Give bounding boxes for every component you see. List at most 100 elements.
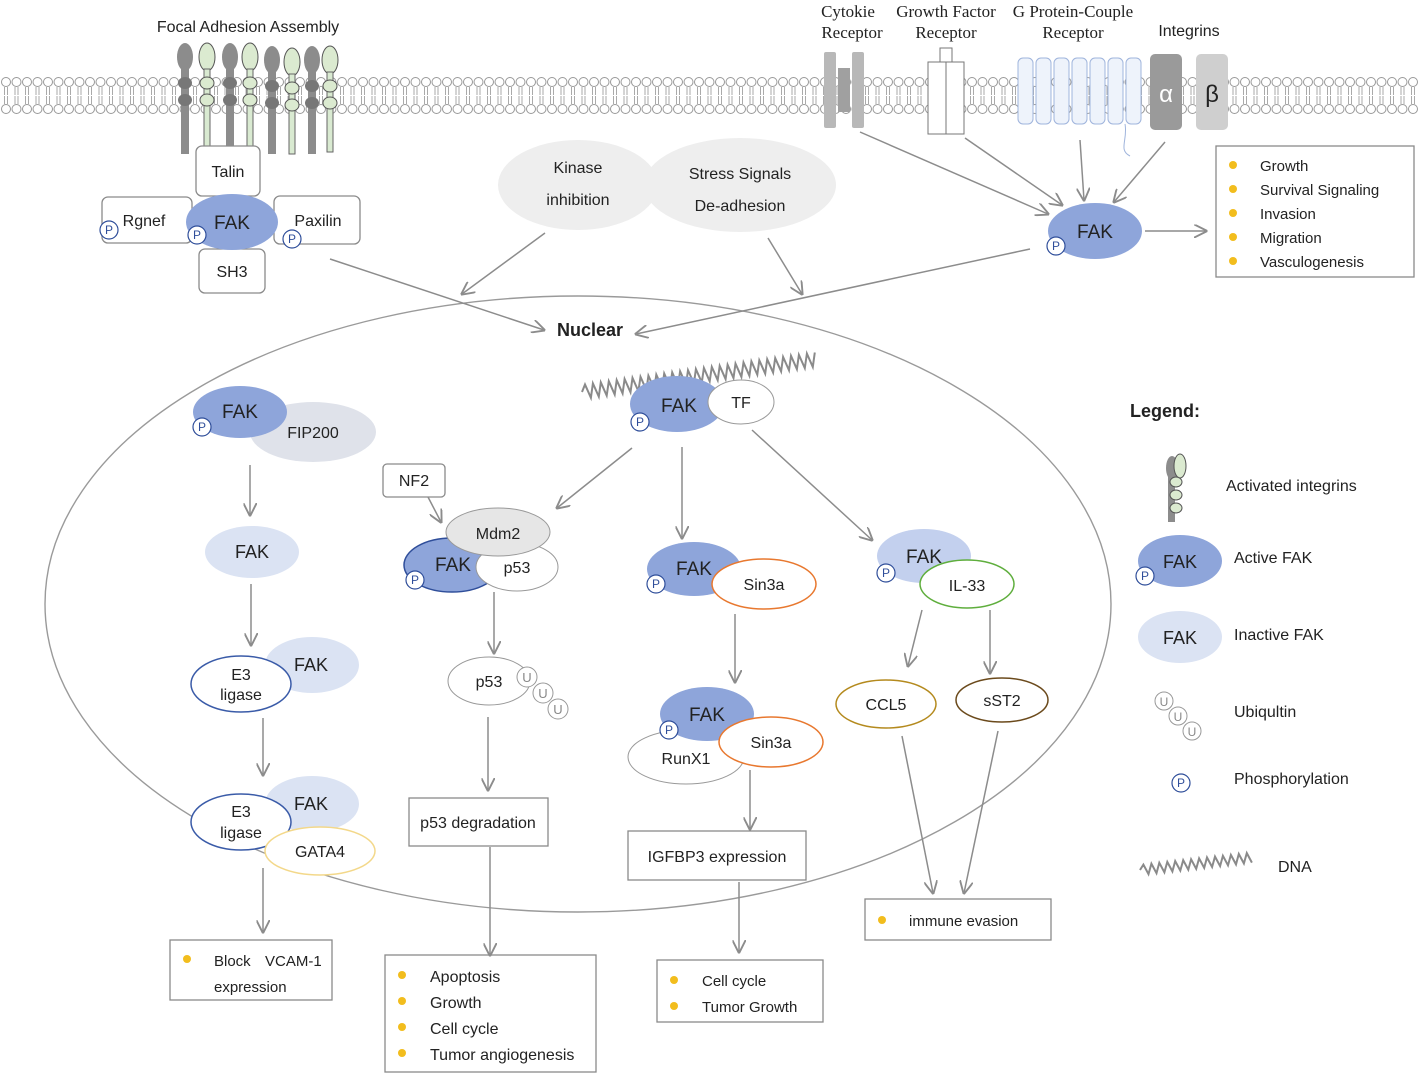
col1-fak-2-label: FAK — [294, 655, 328, 675]
bullet-icon — [670, 976, 678, 984]
phospho-icon-label: P — [105, 223, 113, 237]
stress-label-1: Stress Signals — [689, 166, 791, 183]
bullet-icon — [398, 1049, 406, 1057]
paxilin-label: Paxilin — [294, 213, 341, 230]
ccl5-label: CCL5 — [866, 697, 907, 714]
gpcr — [1017, 57, 1142, 157]
gata4-label: GATA4 — [295, 844, 345, 861]
membrane-outcome-list: Growth Survival Signaling Invasion Migra… — [1229, 158, 1379, 271]
col2-fak-label: FAK — [435, 555, 471, 576]
phospho-icon-label: P — [193, 228, 201, 242]
col3-fak-label: FAK — [676, 559, 712, 580]
kinase-label-2: inhibition — [546, 192, 609, 209]
phospho-icon — [659, 720, 679, 740]
bullet-icon — [878, 916, 886, 924]
col2-outcome: Cell cycle — [430, 1021, 499, 1038]
outcome-item: Survival Signaling — [1260, 182, 1379, 199]
nf2-box — [382, 463, 446, 498]
col1-fak-3-label: FAK — [294, 794, 328, 814]
phospho-icon-label: P — [411, 573, 419, 587]
nuclear-fak — [630, 376, 724, 432]
phospho-icon — [1046, 236, 1066, 256]
legend-item: Phosphorylation — [1234, 771, 1349, 788]
col3-fak-2-label: FAK — [689, 705, 725, 726]
cytokine-receptor — [824, 52, 864, 128]
e3-label-1: E3 — [231, 667, 251, 684]
col4-outcome-box — [864, 898, 1052, 941]
gpcr-label-2: Receptor — [1042, 23, 1104, 42]
col3-outcome: Tumor Growth — [702, 999, 797, 1016]
il33-ellipse — [919, 559, 1015, 609]
focal-fak-label: FAK — [214, 213, 250, 234]
col1-fak-label: FAK — [222, 402, 258, 423]
sh3-label: SH3 — [216, 264, 247, 281]
growth-factor-receptor-label-1: Growth Factor — [896, 2, 996, 21]
nuclear-fak-label: FAK — [661, 396, 697, 417]
fip200-label: FIP200 — [287, 425, 339, 442]
stress-signals-cloud — [644, 138, 836, 232]
outcome-item: Vasculogenesis — [1260, 254, 1364, 271]
ubiquitin-u: U — [1188, 725, 1197, 739]
ubiquitin-u: U — [538, 686, 547, 701]
outcome-item: Invasion — [1260, 206, 1316, 223]
legend-integrin-icon — [1166, 453, 1187, 522]
mdm2-ellipse — [445, 507, 551, 557]
ccl5-ellipse — [835, 679, 937, 729]
phospho-icon — [646, 574, 666, 594]
col3-outcome-box — [656, 959, 824, 1023]
outcome-item: Migration — [1260, 230, 1322, 247]
alpha-label: α — [1159, 81, 1173, 108]
bullet-icon — [670, 1002, 678, 1010]
e3-ligase — [190, 655, 292, 713]
nucleus-title: Nuclear — [557, 320, 623, 340]
outcome-item: Growth — [1260, 158, 1308, 175]
legend-ubiquitin-icon — [1154, 691, 1202, 741]
col1-outcome-1: Block — [214, 953, 251, 970]
legend-dna-icon — [1139, 850, 1253, 877]
legend-item: Inactive FAK — [1234, 627, 1324, 644]
igfbp3-label: IGFBP3 expression — [648, 849, 787, 866]
bullet-icon — [398, 997, 406, 1005]
col4-fak-label: FAK — [906, 547, 942, 568]
p53-degradation-box — [408, 797, 549, 847]
e3b-label-2: ligase — [220, 825, 262, 842]
mdm2-label: Mdm2 — [476, 526, 521, 543]
phospho-icon — [99, 220, 119, 240]
cytokine-receptor-label-1: Cytokie — [821, 2, 875, 21]
legend-inactive-fak-icon — [1138, 611, 1222, 663]
legend-active-fak-icon — [1138, 535, 1222, 587]
membrane-outcome-box — [1215, 145, 1415, 278]
e3-ligase-2 — [190, 793, 292, 851]
ubiquitin-u: U — [522, 670, 531, 685]
e3b-label-1: E3 — [231, 804, 251, 821]
bullet-icon — [398, 1023, 406, 1031]
runx1-label: RunX1 — [662, 751, 711, 768]
gata4-ellipse — [264, 826, 376, 876]
phospho-icon — [1171, 773, 1191, 793]
cytokine-receptor-label-2: Receptor — [821, 23, 883, 42]
focal-adhesion-title: Focal Adhesion Assembly — [157, 19, 339, 36]
phospho-icon-label: P — [665, 723, 673, 737]
phospho-icon — [876, 563, 896, 583]
focal-adhesion-integrins — [177, 42, 339, 155]
tf-label: TF — [731, 395, 751, 412]
legend-item: Activated integrins — [1226, 478, 1357, 495]
bullet-icon — [398, 971, 406, 979]
sin3a-2-label: Sin3a — [751, 735, 792, 752]
il33-label: IL-33 — [949, 578, 986, 595]
col3-outcome: Cell cycle — [702, 973, 766, 990]
talin-label: Talin — [212, 164, 245, 181]
legend-active-fak-text: FAK — [1163, 552, 1197, 572]
col2-outcome-box — [384, 954, 597, 1073]
col1-outcome-3: expression — [214, 979, 287, 996]
col2-outcome: Growth — [430, 995, 482, 1012]
tf-ellipse — [707, 379, 775, 425]
sin3a-ellipse-2 — [718, 716, 824, 768]
membrane-fak — [1048, 203, 1142, 259]
col1-outcome-2: VCAM-1 — [265, 953, 322, 970]
phospho-icon-label: P — [652, 577, 660, 591]
dna-strand — [581, 350, 816, 402]
integrin-alpha-beta — [1150, 54, 1228, 130]
col4-outcome: immune evasion — [909, 913, 1018, 930]
